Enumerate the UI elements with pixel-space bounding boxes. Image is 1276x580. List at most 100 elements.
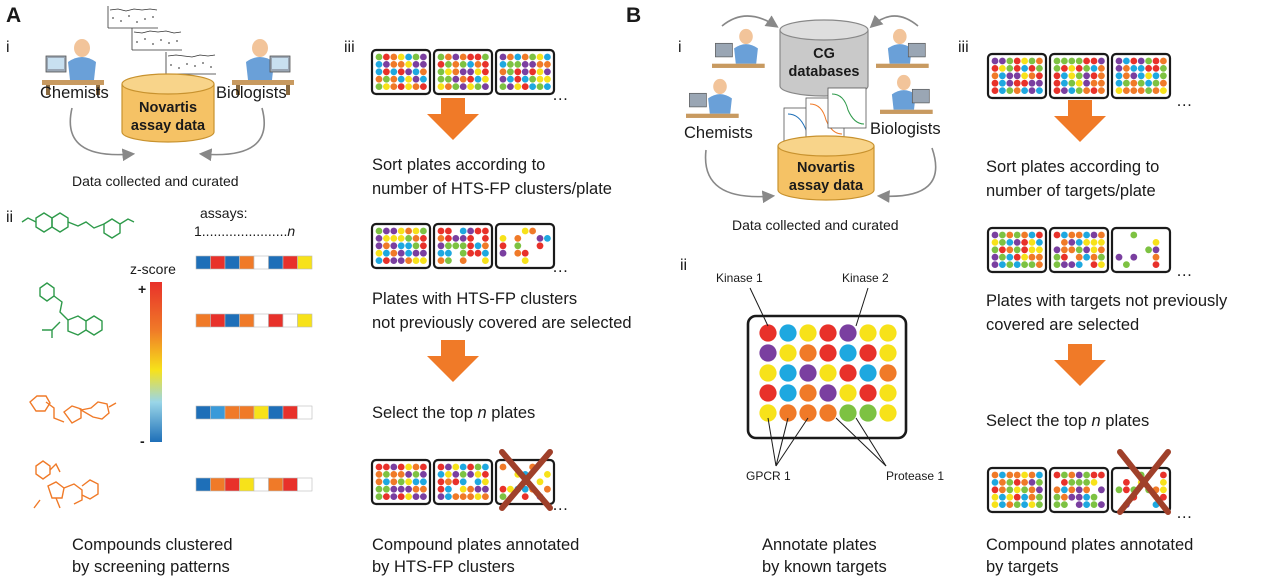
plate-well: [437, 471, 445, 478]
plate-well: [1115, 79, 1123, 87]
plates-selected-line1-b: Plates with targets not previously: [986, 292, 1228, 310]
plate-well: [1028, 79, 1036, 87]
plate-well: [397, 463, 405, 471]
plate-well: [507, 75, 514, 83]
novartis-database-icon: [121, 73, 215, 143]
plate-well: [1152, 79, 1160, 87]
plate-well: [1083, 246, 1090, 254]
orange-down-arrow: [1054, 100, 1106, 142]
plate-well: [1130, 79, 1138, 87]
plate-well: [1013, 57, 1021, 65]
plate-well: [991, 57, 999, 65]
plate-well: [1090, 471, 1098, 479]
plate-well: [1061, 239, 1068, 246]
plate-well: [390, 478, 398, 486]
plate-well: [1036, 471, 1043, 479]
plate-well: [1075, 57, 1083, 65]
plate-well: [383, 227, 390, 235]
plate-well: [420, 485, 427, 493]
plate-well: [412, 53, 420, 61]
compound-plate: [1110, 226, 1172, 274]
ellipsis-b-3: …: [1176, 504, 1193, 522]
plate-well: [499, 463, 507, 471]
plate-well: [999, 471, 1006, 479]
plate-well: [397, 471, 405, 478]
plate-well: [1068, 471, 1076, 479]
ellipsis-b-1: …: [1176, 92, 1193, 110]
plate-well: [999, 87, 1006, 94]
plate-well: [1090, 501, 1098, 508]
plate-well: [420, 493, 427, 500]
plate-well: [1006, 72, 1014, 80]
plate-well: [390, 68, 398, 76]
plate-well: [999, 261, 1006, 268]
plate-well: [991, 253, 999, 261]
plate-well: [390, 242, 398, 250]
plate-well: [991, 471, 999, 479]
plate-well: [1145, 72, 1152, 80]
plate-well: [1115, 72, 1123, 80]
plate-well: [1137, 65, 1145, 72]
plate-well: [529, 61, 536, 68]
plate-well: [1090, 87, 1098, 94]
plate-well: [1053, 57, 1061, 65]
plate-well: [390, 83, 398, 90]
plate-well: [1098, 57, 1105, 65]
plate-well: [375, 471, 383, 478]
plate-well: [405, 485, 412, 493]
plate-well: [1098, 239, 1105, 246]
plate-well: [390, 249, 398, 257]
plate-well: [437, 227, 445, 235]
plates-selected-line2-b: covered are selected: [986, 316, 1139, 334]
plate-well: [1090, 253, 1098, 261]
plate-well: [1160, 79, 1167, 87]
select-top-n-a: Select the top n plates: [372, 404, 535, 422]
plate-well: [819, 404, 837, 422]
plate-well: [1021, 65, 1028, 72]
plate-well: [405, 471, 412, 478]
plate-well: [514, 53, 522, 61]
plate-well: [405, 235, 412, 242]
plate-well: [991, 261, 999, 268]
plate-well: [1152, 253, 1160, 261]
assay-cell: [297, 477, 313, 492]
orange-down-arrow: [427, 98, 479, 140]
assay-cell: [195, 405, 211, 420]
plate-well: [1053, 501, 1061, 508]
plate-well: [1152, 57, 1160, 65]
plate-well: [1013, 72, 1021, 80]
plate-well: [1021, 87, 1028, 94]
plate-well: [1098, 72, 1105, 80]
plate-well: [759, 344, 777, 362]
plate-well: [1123, 87, 1130, 94]
plate-well: [1160, 479, 1167, 486]
plate-well: [459, 235, 467, 242]
plate-well: [445, 485, 452, 493]
plate-well: [1083, 72, 1090, 80]
assay-cell: [297, 313, 313, 328]
plate-well: [1075, 79, 1083, 87]
assay-cell: [268, 477, 284, 492]
plate-well: [459, 53, 467, 61]
chemists-label-a: Chemists: [40, 84, 109, 102]
plate-well: [1013, 471, 1021, 479]
cross-mark: [1117, 449, 1171, 515]
plate-well: [1021, 72, 1028, 80]
plate-well: [375, 257, 383, 264]
plate-well: [779, 404, 797, 422]
plate-well: [1152, 87, 1160, 94]
sort-plates-line2-a: number of HTS-FP clusters/plate: [372, 180, 612, 198]
plate-well: [420, 61, 427, 68]
assay-cell: [239, 405, 255, 420]
plate-well: [467, 471, 474, 478]
plate-well: [1061, 261, 1068, 268]
plate-well: [412, 227, 420, 235]
plate-well: [397, 68, 405, 76]
plate-well: [405, 463, 412, 471]
plate-well: [397, 249, 405, 257]
gpcr1-label: GPCR 1: [746, 469, 791, 483]
plate-well: [1021, 79, 1028, 87]
plate-well: [1053, 72, 1061, 80]
assay-cell: [297, 255, 313, 270]
assay-cell: [210, 477, 226, 492]
